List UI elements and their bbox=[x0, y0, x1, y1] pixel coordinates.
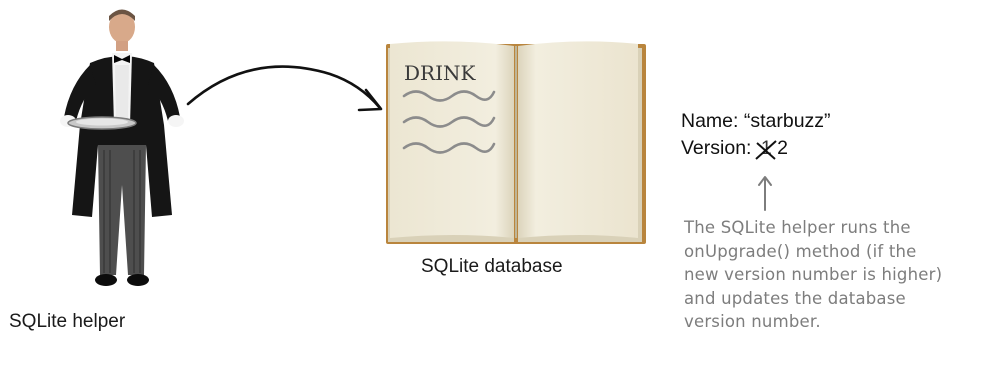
version-prefix: Version: bbox=[681, 137, 752, 159]
helper-label: SQLite helper bbox=[9, 311, 126, 332]
annotation-line: The SQLite helper runs the bbox=[684, 218, 911, 237]
annotation-line: version number. bbox=[684, 312, 821, 331]
annotation-line: new version number is higher) bbox=[684, 265, 943, 284]
scribble-line bbox=[402, 142, 496, 154]
scribble-line bbox=[402, 116, 496, 128]
database-version: Version: 1 2 bbox=[681, 135, 788, 162]
helper-to-database-arrow bbox=[186, 65, 383, 112]
annotation-line: onUpgrade() method (if the bbox=[684, 241, 917, 261]
scribble-line bbox=[402, 90, 496, 102]
cross-out-mark bbox=[755, 140, 777, 160]
database-book-icon: DRINK bbox=[386, 41, 646, 244]
up-arrow-icon bbox=[758, 176, 772, 211]
upgrade-annotation: The SQLite helper runs the onUpgrade() m… bbox=[684, 216, 942, 334]
annotation-line: and updates the database bbox=[684, 288, 906, 308]
butler-illustration bbox=[60, 9, 184, 286]
database-label: SQLite database bbox=[421, 256, 563, 277]
database-name: Name: “starbuzz” bbox=[681, 110, 831, 132]
old-version-crossed: 1 bbox=[755, 137, 777, 160]
book-heading: DRINK bbox=[404, 61, 476, 85]
new-version: 2 bbox=[777, 137, 789, 159]
